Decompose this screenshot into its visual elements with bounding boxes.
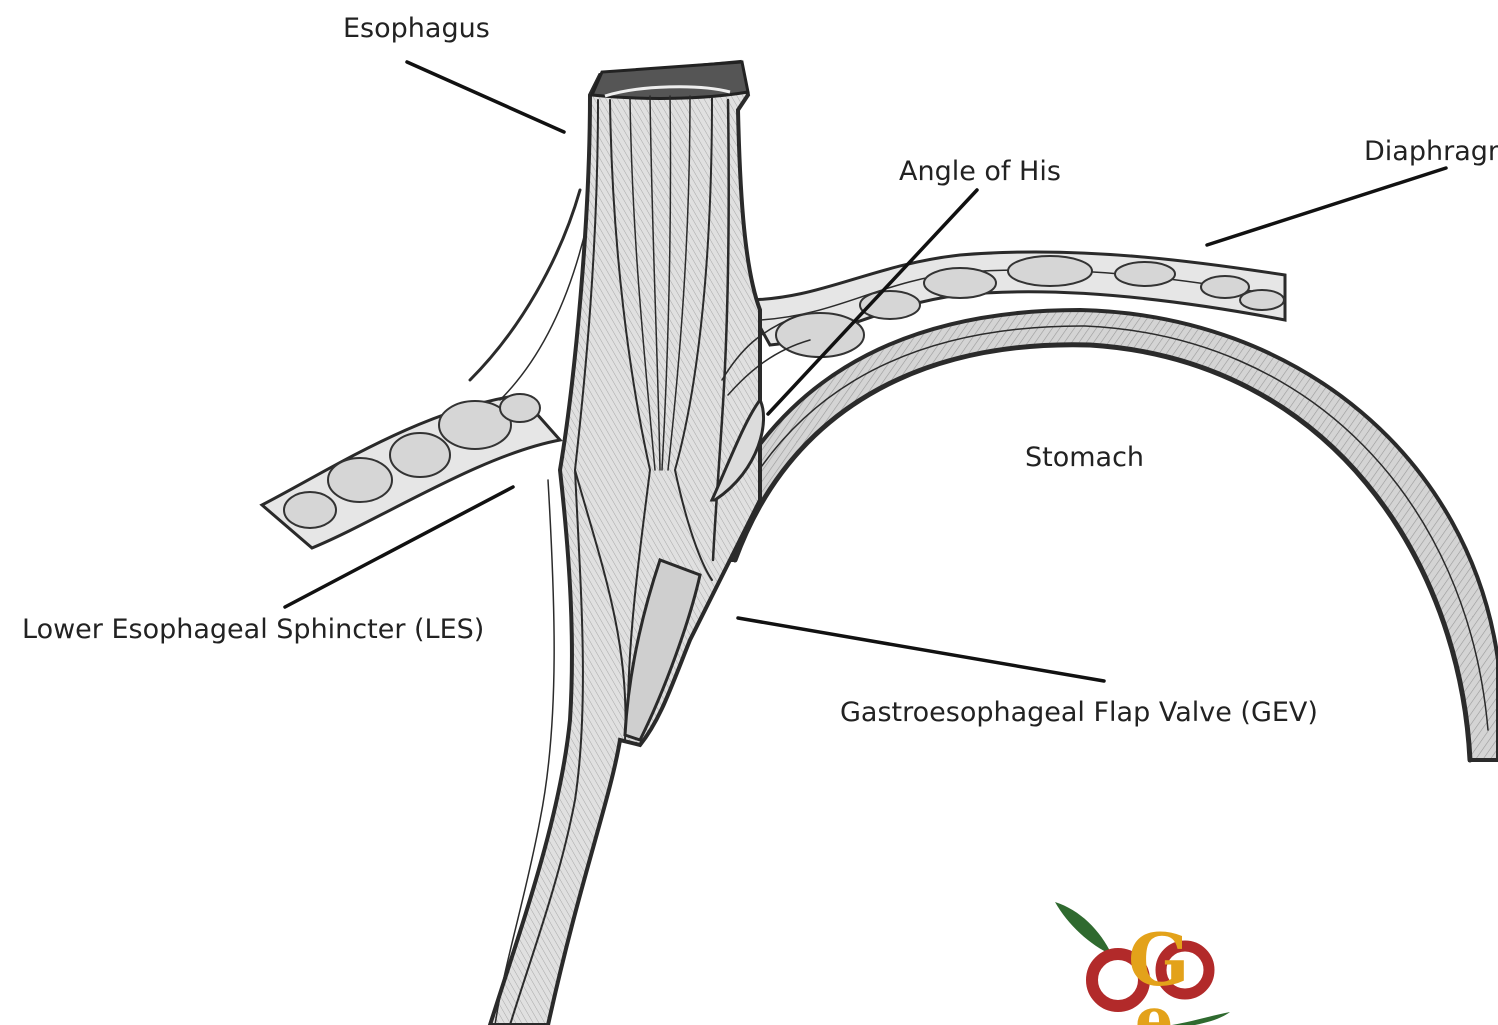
esophagus-leader (407, 62, 564, 132)
logo: G e (1055, 902, 1230, 1025)
gev-leader (738, 618, 1104, 681)
angle-of-his-label: Angle of His (899, 156, 1061, 187)
diaphragm-left (262, 190, 588, 548)
diaphragm-label: Diaphragm (1364, 136, 1498, 167)
logo-leaf-bottom (1172, 1012, 1230, 1025)
les-label: Lower Esophageal Sphincter (LES) (22, 614, 484, 645)
diaphragm-leader (1207, 168, 1446, 245)
gev-label: Gastroesophageal Flap Valve (GEV) (840, 697, 1318, 728)
esophagus-tube (490, 62, 760, 1025)
stomach-label: Stomach (1025, 442, 1144, 473)
stomach-wall (700, 310, 1498, 760)
esophagus-label: Esophagus (343, 13, 490, 44)
logo-letter-e: e (1135, 985, 1173, 1025)
logo-leaf-top (1055, 902, 1112, 955)
